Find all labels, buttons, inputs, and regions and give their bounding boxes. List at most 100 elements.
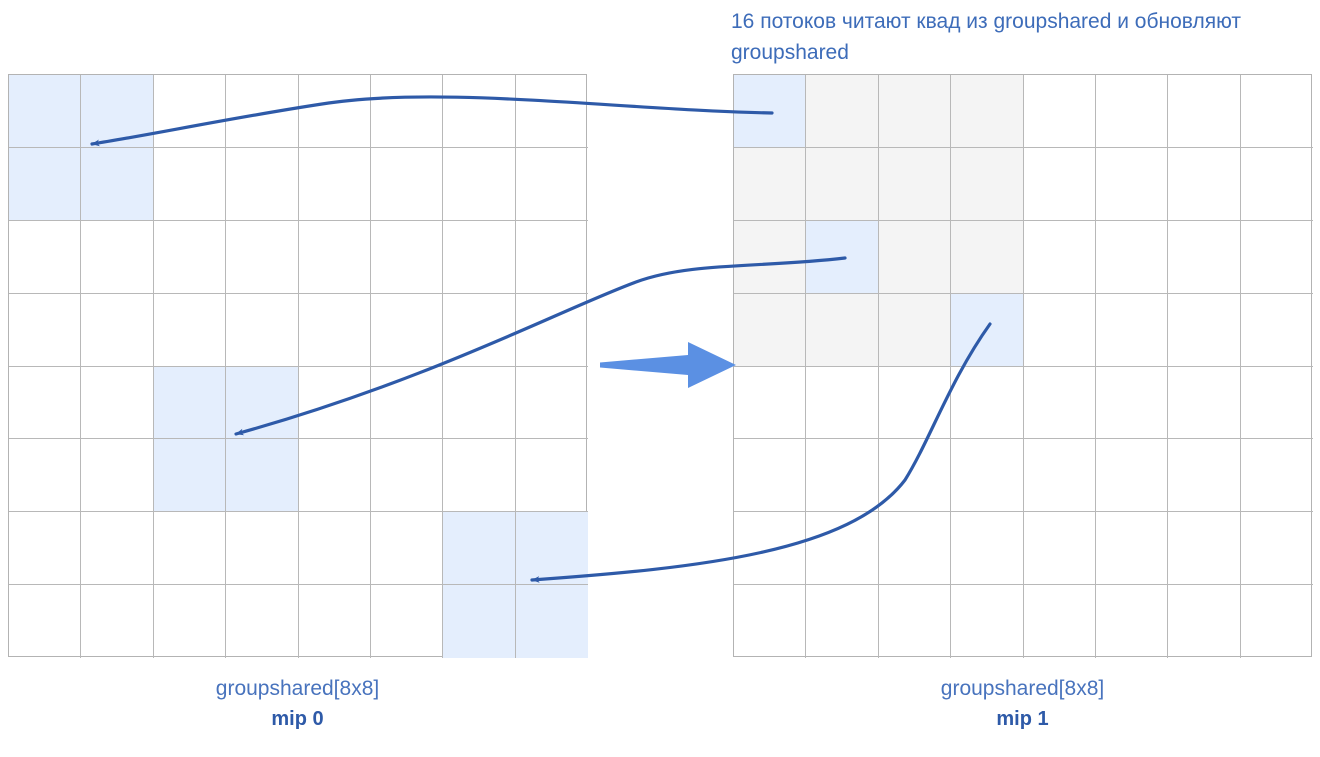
grid-cell	[370, 75, 444, 148]
grid-cell	[515, 75, 588, 148]
grid-cell	[154, 585, 227, 658]
grid-cell	[370, 147, 444, 221]
grid-cell	[515, 585, 588, 658]
grid-cell	[1168, 75, 1241, 148]
grid-cell	[9, 585, 82, 658]
grid-cell	[153, 220, 227, 294]
grid-cell	[298, 147, 371, 221]
grid-cell	[1168, 585, 1241, 658]
grid-cell	[1095, 147, 1169, 221]
grid-cell	[298, 220, 371, 294]
grid-cell	[1095, 75, 1169, 148]
grid-cell	[806, 439, 879, 513]
grid-cell	[515, 512, 588, 586]
grid-name-label: groupshared[8x8]	[215, 677, 380, 700]
grid-cell	[1240, 75, 1313, 148]
grid-cell	[226, 585, 299, 658]
grid-cell	[1168, 366, 1241, 440]
grid-label-mip1: groupshared[8x8] mip 1	[733, 674, 1312, 734]
grid-mip1	[733, 74, 1313, 658]
grid-cell	[515, 294, 588, 367]
grid-cell	[1168, 147, 1241, 221]
grid-cell	[9, 220, 82, 294]
grid-cell	[878, 220, 952, 294]
grid-cell	[81, 147, 154, 221]
grid-cell	[1168, 220, 1241, 294]
grid-name-label: groupshared[8x8]	[940, 677, 1105, 700]
grid-cell	[443, 75, 516, 148]
grid-label-mip0: groupshared[8x8]mip 0	[8, 674, 587, 734]
grid-cell	[878, 75, 952, 148]
grid-cell	[806, 366, 879, 440]
grid-cell	[734, 293, 807, 367]
grid-mip-label: mip 1	[996, 708, 1049, 730]
grid-cell	[806, 147, 879, 221]
grid-cell	[443, 439, 516, 513]
grid-cell	[1240, 367, 1313, 440]
grid-cell	[298, 75, 371, 148]
grid-cell	[806, 293, 879, 367]
mip0-to-mip1-block-arrow	[600, 342, 736, 388]
grid-cell	[370, 293, 444, 367]
grid-cell	[734, 585, 807, 658]
grid-cell	[153, 366, 227, 440]
grid-cell	[443, 220, 516, 294]
grid-cell	[1023, 220, 1096, 294]
grid-cell	[370, 366, 444, 440]
grid-cell	[879, 585, 952, 658]
grid-cell	[1240, 221, 1313, 294]
grid-cell	[371, 585, 444, 658]
grid-cell	[1240, 512, 1313, 586]
grid-cell	[806, 220, 879, 294]
grid-cell	[1023, 439, 1096, 513]
grid-cell	[1095, 439, 1169, 513]
grid-cell	[298, 366, 371, 440]
grid-cell	[878, 512, 952, 586]
grid-cell	[9, 512, 82, 586]
grid-cell	[226, 293, 299, 367]
grid-cell	[1023, 75, 1096, 148]
grid-cell	[153, 512, 227, 586]
grid-cell	[443, 147, 516, 221]
grid-cell	[443, 512, 516, 586]
grid-cell	[9, 439, 82, 513]
grid-cell	[226, 512, 299, 586]
grid-cell	[9, 75, 82, 148]
block-arrow-group	[600, 342, 736, 388]
grid-cell	[734, 220, 807, 294]
grid-cell	[1168, 293, 1241, 367]
header-caption: 16 потоков читают квад из groupshared и …	[731, 10, 1247, 64]
grid-cell	[878, 147, 952, 221]
grid-cell	[153, 293, 227, 367]
grid-cell	[153, 75, 227, 148]
grid-cell	[443, 585, 516, 658]
grid-cell	[806, 75, 879, 148]
grid-cell	[81, 293, 154, 367]
grid-cell	[9, 293, 82, 367]
grid-cell	[1240, 148, 1313, 221]
grid-cell	[951, 366, 1024, 440]
grid-cell	[951, 585, 1024, 658]
grid-cell	[1240, 294, 1313, 367]
grid-cell	[734, 366, 807, 440]
grid-cell	[515, 367, 588, 440]
grid-cell	[734, 512, 807, 586]
grid-cell	[1095, 293, 1169, 367]
grid-cell	[226, 220, 299, 294]
grid-cell	[370, 512, 444, 586]
grid-cell	[1023, 366, 1096, 440]
grid-cell	[951, 147, 1024, 221]
grid-cell	[1095, 220, 1169, 294]
grid-cell	[1241, 585, 1313, 658]
grid-cell	[951, 220, 1024, 294]
grid-cell	[1023, 147, 1096, 221]
grid-cell	[1023, 293, 1096, 367]
grid-cell	[1024, 585, 1096, 658]
grid-cell	[1095, 512, 1169, 586]
grid-cell	[734, 439, 807, 513]
grid-cell	[370, 439, 444, 513]
grid-cell	[878, 293, 952, 367]
grid-cell	[951, 512, 1024, 586]
grid-cell	[806, 585, 879, 658]
